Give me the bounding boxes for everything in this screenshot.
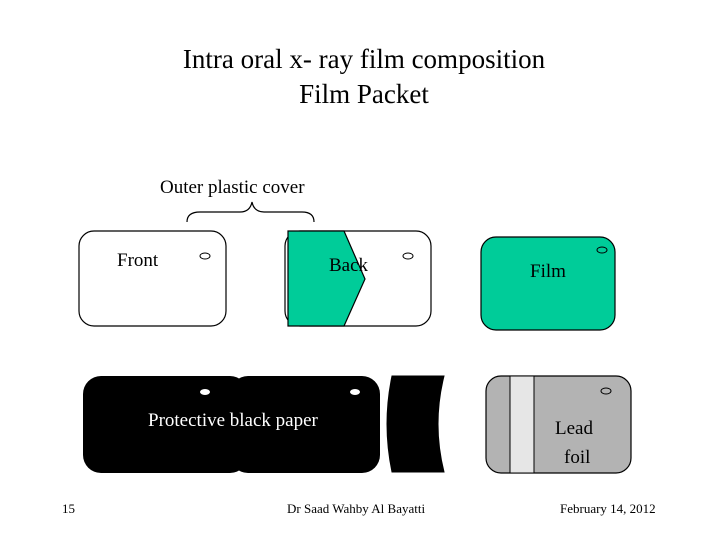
back-dot xyxy=(402,252,414,260)
outer-cover-brace xyxy=(186,201,315,223)
front-cover: Front xyxy=(78,230,227,327)
slide-title-line2: Film Packet xyxy=(299,79,429,109)
film: Film xyxy=(480,236,616,331)
lead-foil-label-line1: Lead xyxy=(555,418,593,439)
back-teal-tab xyxy=(287,230,366,327)
black-paper-dot-middle xyxy=(350,389,360,395)
lead-foil-label-line2: foil xyxy=(564,447,590,468)
black-paper-middle xyxy=(230,376,380,473)
front-label: Front xyxy=(117,250,159,271)
film-dot xyxy=(596,246,608,254)
back-label: Back xyxy=(329,255,369,276)
footer-date: February 14, 2012 xyxy=(560,501,656,516)
slide-number: 15 xyxy=(62,501,75,516)
film-shape xyxy=(480,236,616,331)
black-paper-left xyxy=(83,376,248,473)
footer-author: Dr Saad Wahby Al Bayatti xyxy=(287,501,426,516)
lead-foil: Lead foil xyxy=(485,375,632,474)
front-dot xyxy=(199,252,211,260)
outer-cover-label: Outer plastic cover xyxy=(160,177,305,198)
film-label: Film xyxy=(530,261,566,282)
black-paper-dot-left xyxy=(200,389,210,395)
slide-title-line1: Intra oral x- ray film composition xyxy=(182,44,546,74)
protective-black-paper: Protective black paper xyxy=(83,375,445,473)
protective-paper-label: Protective black paper xyxy=(148,410,319,431)
black-paper-curled-flap xyxy=(386,375,445,473)
front-cover-shape xyxy=(78,230,227,327)
lead-foil-dot xyxy=(600,387,612,395)
back-cover: Back xyxy=(284,230,432,327)
lead-foil-strip xyxy=(509,375,535,474)
